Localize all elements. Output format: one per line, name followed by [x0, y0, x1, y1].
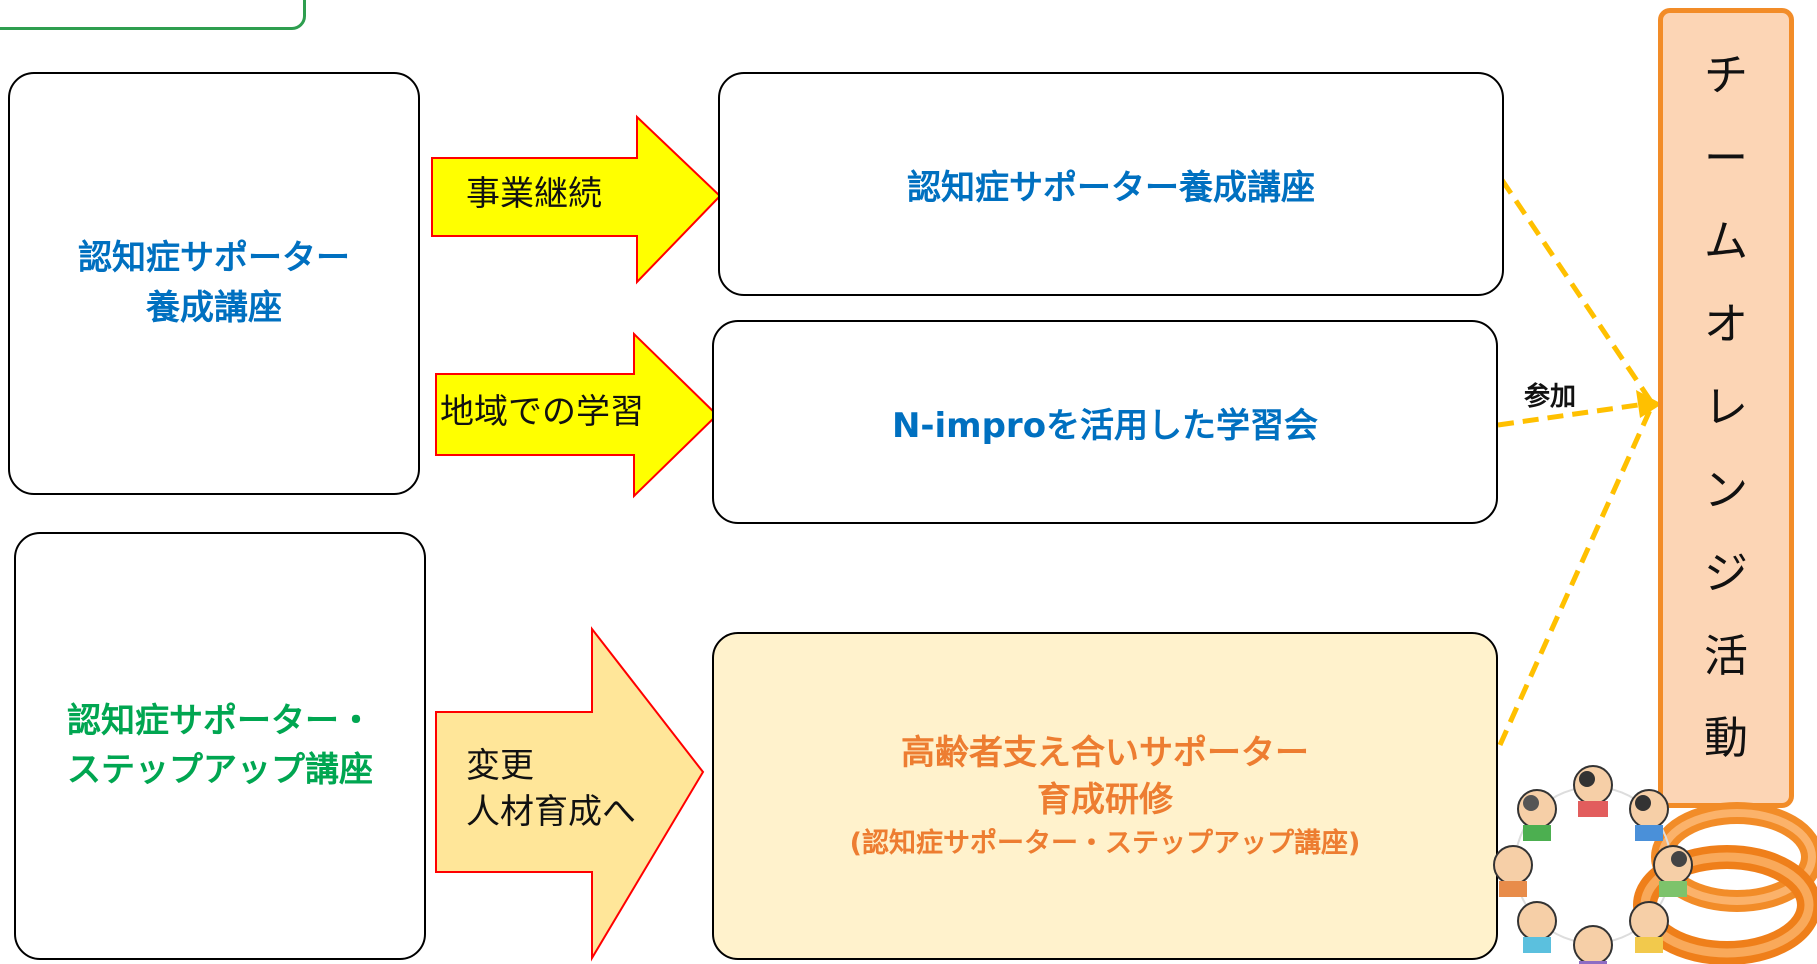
right-box-1-title: 認知症サポーター養成講座 [907, 167, 1315, 208]
arrow-label-continue: 事業継続 [466, 172, 602, 218]
dash-arrowhead [1636, 390, 1662, 418]
arrow-label-local: 地域での学習 [440, 390, 644, 436]
right-box-3-line1: 高齢者支え合いサポーター [901, 732, 1309, 773]
arrow-2-text: 地域での学習 [440, 392, 644, 432]
right-box-nimpro-study: N-improを活用した学習会 [712, 320, 1498, 524]
arrow-continue [431, 114, 722, 285]
team-orange-char: オ [1704, 299, 1748, 351]
right-box-2-title: N-improを活用した学習会 [891, 405, 1319, 446]
join-label: 参加 [1524, 382, 1577, 412]
dash-line-1 [1499, 178, 1653, 402]
team-orange-char: レ [1704, 381, 1748, 433]
team-orange-char: 動 [1704, 713, 1748, 765]
left-box-1-line1: 認知症サポーター [78, 238, 350, 279]
team-orange-char: ン [1704, 464, 1748, 516]
left-box-stepup-course: 認知症サポーター・ ステップアップ講座 [14, 532, 426, 960]
right-box-senior-supporter: 高齢者支え合いサポーター 育成研修 (認知症サポーター・ステップアップ講座) [712, 632, 1498, 960]
team-orange-char: ジ [1704, 547, 1748, 599]
team-ring-illustration [1493, 765, 1817, 964]
arrow-3-text-line2: 人材育成へ [466, 791, 636, 832]
arrow-1-text: 事業継続 [466, 174, 602, 214]
left-box-1-line2: 養成講座 [146, 287, 282, 328]
right-box-3-line2: 育成研修 [1037, 780, 1173, 821]
team-orange-box: チ ー ム オ レ ン ジ 活 動 [1658, 8, 1794, 808]
dash-line-3 [1497, 408, 1653, 747]
right-box-supporter-course: 認知症サポーター養成講座 [718, 72, 1504, 296]
right-box-3-line3: (認知症サポーター・ステップアップ講座) [849, 827, 1361, 859]
arrow-label-change: 変更 人材育成へ [466, 744, 636, 836]
header-box-fragment [0, 0, 306, 30]
team-orange-char: ム [1704, 216, 1748, 268]
left-box-2-line1: 認知症サポーター・ [67, 700, 373, 741]
arrow-local-learning [435, 331, 719, 499]
arrow-3-text-line1: 変更 [466, 746, 534, 786]
arrow-change [435, 626, 705, 962]
left-box-supporter-course: 認知症サポーター 養成講座 [8, 72, 420, 495]
people-circle-icon [1493, 765, 1693, 964]
team-orange-char: ー [1704, 133, 1748, 185]
team-orange-char: 活 [1704, 630, 1748, 682]
team-orange-char: チ [1704, 50, 1748, 102]
left-box-2-line2: ステップアップ講座 [67, 750, 373, 790]
